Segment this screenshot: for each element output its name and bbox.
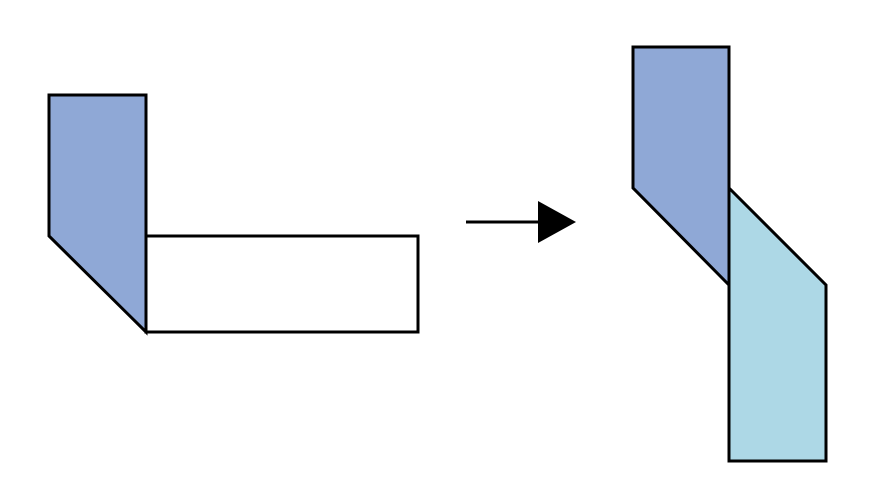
white-rectangle-piece [144,234,420,334]
blue-chamfered-piece-after [631,45,731,289]
light-blue-chamfered-piece [727,184,828,463]
arrow-head [538,201,576,243]
before-configuration [47,93,420,336]
blue-chamfered-piece-before [47,93,148,336]
after-configuration [631,45,828,463]
transformation-arrow [466,201,576,243]
